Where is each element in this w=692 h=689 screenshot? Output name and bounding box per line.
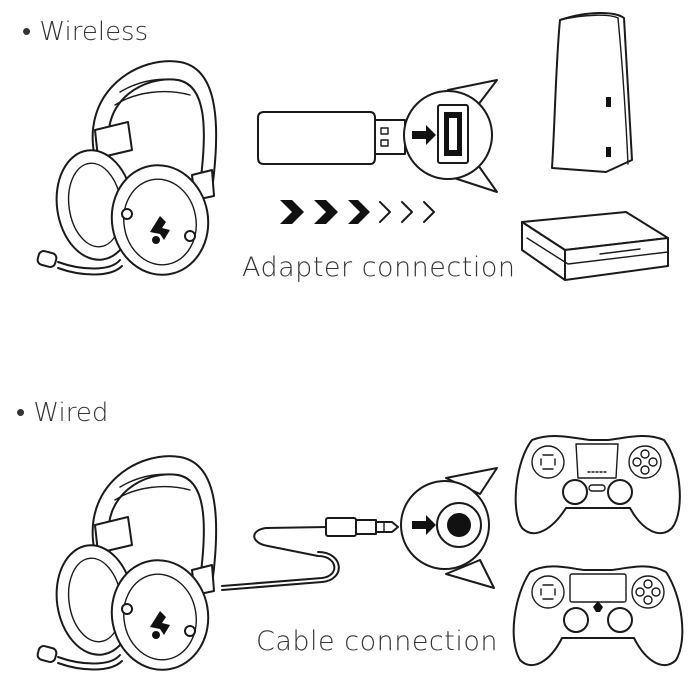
transfer-chevrons bbox=[280, 200, 435, 224]
usb-port-icon bbox=[403, 79, 498, 193]
ps4-controller-icon bbox=[512, 565, 684, 666]
ps5-console-icon bbox=[551, 12, 633, 173]
headset-icon bbox=[35, 455, 218, 679]
audio-jack-icon bbox=[400, 467, 498, 589]
adapter-connection-label: Adapter connection bbox=[242, 252, 516, 283]
usb-adapter-icon bbox=[257, 111, 406, 165]
ps5-controller-icon bbox=[514, 434, 681, 535]
wired-section-label: • Wired bbox=[16, 398, 109, 428]
ps4-console-icon bbox=[521, 211, 669, 281]
wireless-section-label: • Wireless bbox=[22, 17, 149, 47]
headset-icon bbox=[35, 60, 218, 284]
cable-connection-label: Cable connection bbox=[256, 626, 498, 657]
audio-cable-icon bbox=[221, 517, 399, 591]
